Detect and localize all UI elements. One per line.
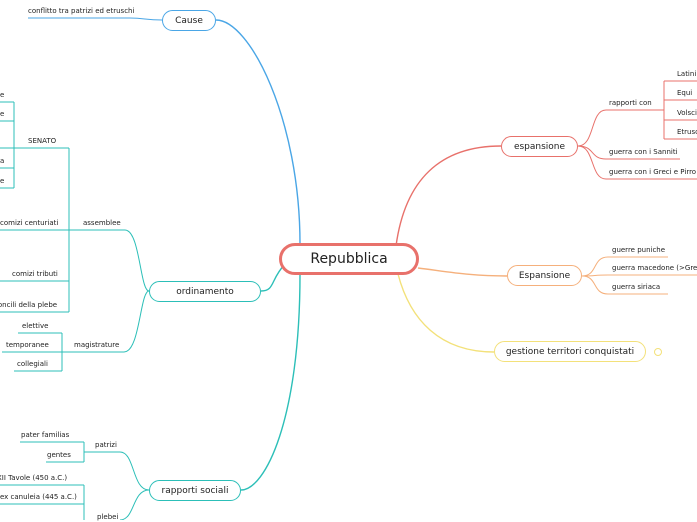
subtopic-guerra-sanniti[interactable]: guerra con i Sanniti: [609, 148, 678, 156]
assemblee-item-comizi-centuriati[interactable]: comizi centuriati: [0, 219, 59, 227]
magistrature-item-collegiali[interactable]: collegiali: [17, 360, 48, 368]
topic-espansione-label: espansione: [513, 141, 566, 152]
subtopic-conflitto[interactable]: conflitto tra patrizi ed etruschi: [28, 7, 135, 15]
topic-espansione[interactable]: espansione: [501, 136, 578, 157]
subtopic-guerre-puniche[interactable]: guerre puniche: [612, 246, 666, 254]
topic-gestione-territori-label: gestione territori conquistati: [505, 346, 635, 357]
assemblee-item-comizi-tributi[interactable]: comizi tributi: [12, 270, 58, 278]
senato-item[interactable]: e: [0, 110, 5, 118]
subtopic-senato[interactable]: SENATO: [28, 137, 57, 145]
subtopic-rapporti-con[interactable]: rapporti con: [609, 99, 652, 107]
subtopic-guerra-greci-pirro[interactable]: guerra con i Greci e Pirro: [609, 168, 697, 176]
root-node[interactable]: Repubblica: [279, 243, 419, 275]
topic-gestione-territori[interactable]: gestione territori conquistati: [494, 341, 646, 362]
subtopic-guerra-macedone[interactable]: guerra macedone (>Grec: [612, 264, 697, 272]
rapporti-con-item-latini[interactable]: Latini: [677, 70, 697, 78]
magistrature-item-elettive[interactable]: elettive: [22, 322, 49, 330]
rapporti-con-item-equi[interactable]: Equi: [677, 89, 693, 97]
subtopic-magistrature[interactable]: magistrature: [74, 341, 120, 349]
subtopic-guerra-siriaca[interactable]: guerra siriaca: [612, 283, 661, 291]
rapporti-con-item-etruschi[interactable]: Etrusc: [677, 128, 697, 136]
topic-rapporti-sociali-label: rapporti sociali: [161, 485, 229, 496]
root-label: Repubblica: [310, 251, 388, 267]
patrizi-item-gentes[interactable]: gentes: [47, 451, 71, 459]
senato-item[interactable]: e: [0, 91, 5, 99]
assemblee-item-concili-plebe[interactable]: concili della plebe: [0, 301, 58, 309]
subtopic-patrizi[interactable]: patrizi: [95, 441, 117, 449]
topic-cause[interactable]: Cause: [162, 10, 216, 31]
rapporti-con-item-volsci[interactable]: Volsci: [677, 109, 697, 117]
expand-toggle-icon[interactable]: [654, 348, 662, 356]
topic-cause-label: Cause: [175, 15, 203, 26]
senato-item[interactable]: e: [0, 177, 5, 185]
senato-item[interactable]: a: [0, 157, 5, 165]
subtopic-plebei[interactable]: plebei: [97, 513, 119, 521]
patrizi-item-pater-familias[interactable]: pater familias: [21, 431, 70, 439]
topic-espansione-2-label: Espansione: [518, 270, 571, 281]
magistrature-item-temporanee[interactable]: temporanee: [6, 341, 49, 349]
topic-espansione-2[interactable]: Espansione: [507, 265, 582, 286]
subtopic-assemblee[interactable]: assemblee: [83, 219, 121, 227]
plebei-item-xii-tavole[interactable]: XII Tavole (450 a.C.): [0, 474, 68, 482]
topic-ordinamento-label: ordinamento: [176, 286, 234, 297]
topic-rapporti-sociali[interactable]: rapporti sociali: [149, 480, 241, 501]
topic-ordinamento[interactable]: ordinamento: [149, 281, 261, 302]
plebei-item-lex-canuleia[interactable]: lex canuleia (445 a.C.): [0, 493, 77, 501]
